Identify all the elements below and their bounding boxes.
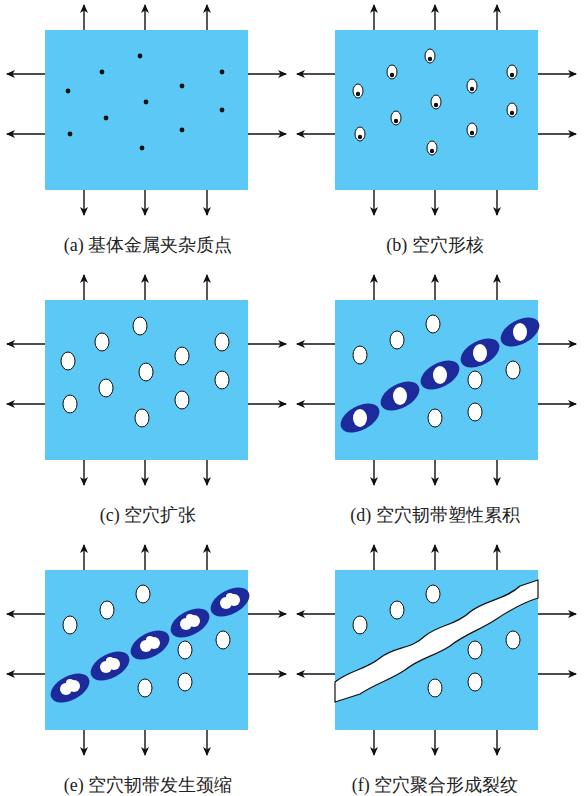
panel-caption: (a) 基体金属夹杂质点 [3, 234, 293, 256]
panel-caption: (e) 空穴韧带发生颈缩 [3, 774, 293, 796]
panel-c [7, 275, 286, 485]
panel-e [7, 545, 286, 755]
panel-caption: (b) 空穴形核 [290, 234, 580, 256]
panel-d [297, 275, 576, 485]
panel-caption: (c) 空穴扩张 [3, 504, 293, 526]
panel-b [297, 5, 576, 215]
crack [335, 580, 538, 702]
panel-caption: (f) 空穴聚合形成裂纹 [290, 774, 580, 796]
panel-a [7, 5, 286, 215]
panel-caption: (d) 空穴韧带塑性累积 [290, 504, 580, 526]
panel-f [297, 545, 576, 755]
